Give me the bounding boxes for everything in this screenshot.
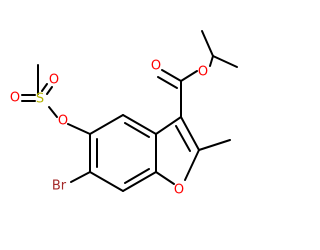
bond xyxy=(212,55,238,68)
atom-label-o: O xyxy=(10,91,20,106)
bond xyxy=(41,83,48,92)
bond xyxy=(157,76,178,89)
bond xyxy=(184,149,200,181)
bond xyxy=(122,114,157,135)
bond xyxy=(180,70,198,82)
atom-label-s: S xyxy=(36,92,44,107)
double-bond-inner xyxy=(175,125,191,152)
structure-canvas: O O S O Br O O O xyxy=(10,30,238,198)
bond xyxy=(155,116,182,135)
bond xyxy=(46,86,53,95)
atom-label-o: O xyxy=(151,59,161,74)
bond xyxy=(70,171,91,183)
atom-label-o: O xyxy=(49,73,59,88)
bond xyxy=(161,69,182,82)
atom-label-o: O xyxy=(58,114,68,129)
bond xyxy=(201,30,214,57)
bond xyxy=(209,55,214,67)
bond xyxy=(89,171,124,192)
molecule-diagram: O O S O Br O O O xyxy=(9,30,238,198)
bond xyxy=(89,114,124,135)
bond xyxy=(67,123,91,135)
bond xyxy=(48,106,58,118)
atom-label-o: O xyxy=(198,65,208,80)
bond xyxy=(180,116,200,151)
bond xyxy=(122,171,157,192)
double-bond-inner xyxy=(124,122,150,138)
bond xyxy=(155,171,175,185)
double-bond-inner xyxy=(124,168,150,184)
bond xyxy=(198,139,231,151)
atom-label-o: O xyxy=(174,183,184,198)
atom-label-br: Br xyxy=(52,179,67,194)
